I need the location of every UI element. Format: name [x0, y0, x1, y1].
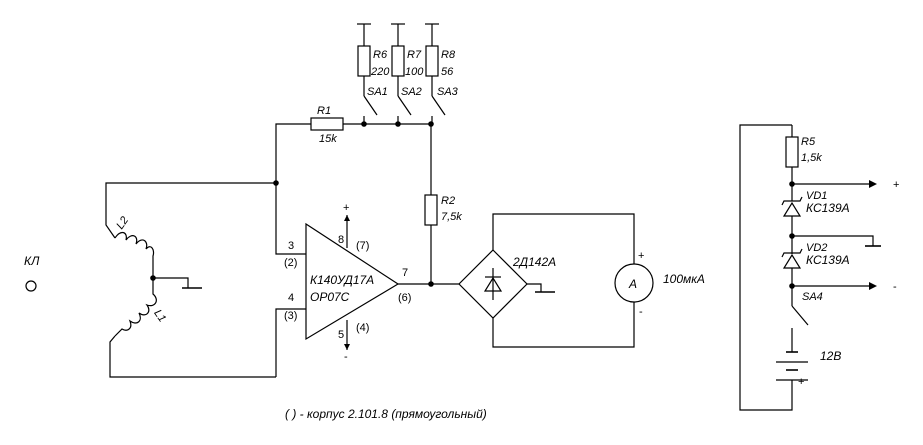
power-supply: R5 1,5k + VD1 КС139А VD2 КС139А - — [739, 124, 899, 411]
switch-sa4[interactable]: SA4 — [791, 291, 823, 352]
battery: 12В + — [776, 349, 841, 390]
output-minus: - — [893, 281, 897, 293]
sa3-label: SA3 — [437, 86, 459, 98]
pin-7-alt: (6) — [398, 292, 411, 304]
vd2-type: КС139А — [806, 253, 850, 267]
resistor-r7: R7 100 — [391, 23, 424, 96]
r6-ref: R6 — [373, 49, 388, 61]
opamp-name-2: OP07C — [310, 290, 350, 304]
r2-ref: R2 — [441, 195, 455, 207]
resistor-r6: R6 220 — [357, 23, 390, 96]
vd2-ref: VD2 — [806, 242, 827, 254]
coil-l2 — [114, 231, 155, 278]
sa1-label: SA1 — [367, 86, 388, 98]
footnote: ( ) - корпус 2.101.8 (прямоугольный) — [285, 407, 487, 421]
battery-plus: + — [798, 376, 804, 388]
coil-l2-label: L2 — [114, 215, 131, 232]
coil-l1-label: L1 — [151, 308, 168, 325]
pin-7: 7 — [402, 267, 408, 279]
coil-l1 — [114, 278, 157, 337]
r7-value: 100 — [405, 66, 424, 78]
r8-ref: R8 — [441, 49, 456, 61]
r6-value: 220 — [370, 66, 390, 78]
supply-minus-label: - — [344, 351, 348, 363]
resistor-r1: R1 15k — [310, 105, 431, 145]
battery-value: 12В — [820, 349, 841, 363]
r1-value: 15k — [319, 133, 337, 145]
resistor-r5 — [785, 136, 799, 168]
output-plus: + — [893, 179, 899, 191]
r7-ref: R7 — [407, 49, 422, 61]
pin-4-alt: (3) — [284, 310, 297, 322]
vd1-type: КС139А — [806, 201, 850, 215]
r8-value: 56 — [441, 66, 454, 78]
pin-3-alt: (2) — [284, 257, 297, 269]
pin-3: 3 — [288, 240, 294, 252]
r2-value: 7,5k — [441, 211, 462, 223]
r5-value: 1,5k — [801, 152, 822, 164]
pin-5: 5 — [338, 329, 344, 341]
ammeter-symbol: A — [628, 277, 637, 291]
resistor-r2: R2 7,5k — [424, 124, 462, 284]
pin-8: 8 — [338, 234, 344, 246]
pin-8-alt: (7) — [356, 240, 369, 252]
zener-vd1: VD1 КС139А — [781, 190, 850, 217]
bridge-label: 2Д142А — [512, 255, 556, 269]
sa2-label: SA2 — [401, 86, 422, 98]
ammeter-minus: - — [639, 306, 643, 318]
ammeter: A + - 100мкА — [614, 250, 705, 318]
vd1-ref: VD1 — [806, 190, 827, 202]
switch-sa2[interactable]: SA2 — [397, 86, 422, 124]
pin-4: 4 — [288, 292, 294, 304]
resistor-r8: R8 56 — [425, 23, 456, 96]
ammeter-plus: + — [638, 250, 644, 262]
kl-label: КЛ — [24, 254, 40, 268]
coil-assembly: L2 L1 — [105, 182, 276, 378]
switch-sa1[interactable]: SA1 — [363, 86, 388, 124]
kl-terminal — [25, 280, 37, 292]
r1-ref: R1 — [317, 105, 331, 117]
ammeter-rating: 100мкА — [663, 272, 705, 286]
opamp-name-1: К140УД17А — [310, 273, 374, 287]
diode-bridge: 2Д142А — [458, 249, 556, 319]
zener-vd2: VD2 КС139А — [781, 242, 850, 269]
sa4-label: SA4 — [802, 291, 823, 303]
supply-plus-label: + — [343, 202, 349, 214]
switch-sa3[interactable]: SA3 — [431, 86, 459, 124]
r5-ref: R5 — [801, 136, 816, 148]
op-amp: + - 8 (7) 5 (4) 3 (2) 4 (3) 7 (6) К140УД… — [284, 202, 434, 363]
pin-5-alt: (4) — [356, 322, 369, 334]
